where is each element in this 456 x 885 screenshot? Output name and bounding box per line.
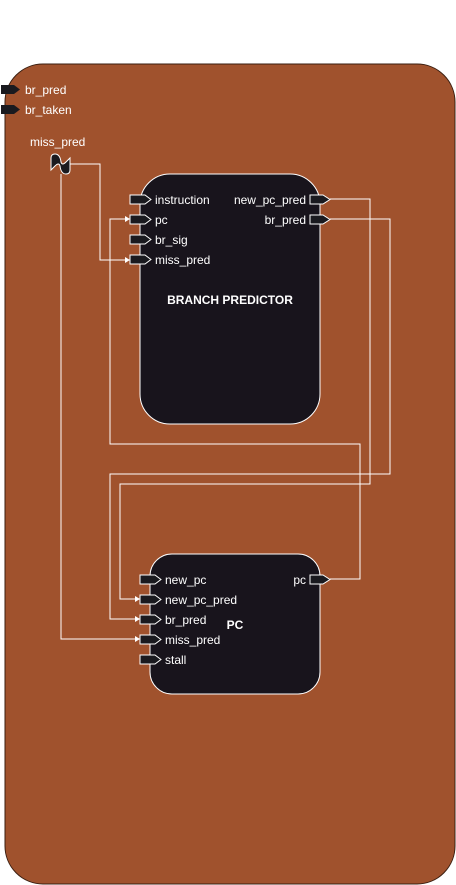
pc-port-miss-pred[interactable] (139, 634, 162, 645)
pc-port-pc-out[interactable] (309, 574, 331, 585)
bp-port-miss-pred-label: miss_pred (155, 253, 210, 267)
bp-port-br-sig[interactable] (129, 234, 152, 245)
bp-port-pc-label: pc (155, 213, 168, 227)
wire-miss-pred-to-bp (70, 163, 130, 261)
outer-port-br-taken-label: br_taken (25, 103, 72, 117)
outer-port-miss-pred[interactable] (50, 153, 71, 175)
arrow-bp-miss-pred (125, 257, 130, 263)
arrow-bp-pc (125, 216, 130, 222)
outer-port-miss-pred-label: miss_pred (30, 135, 85, 149)
bp-port-br-sig-label: br_sig (155, 233, 188, 247)
wire-bp-br-pred-to-pc (109, 218, 391, 620)
bp-port-instruction-label: instruction (155, 193, 210, 207)
wire-pc-out-to-bp-pc (109, 218, 361, 580)
pc-port-miss-pred-label: miss_pred (165, 633, 220, 647)
branch-predictor-title: BRANCH PREDICTOR (167, 293, 293, 307)
bp-port-instruction[interactable] (129, 194, 152, 205)
bp-port-miss-pred[interactable] (129, 254, 152, 265)
bp-port-new-pc-pred[interactable] (309, 194, 331, 205)
outer-port-br-pred-label: br_pred (25, 83, 66, 97)
pc-block-title: PC (227, 618, 244, 632)
pc-port-new-pc-pred-label: new_pc_pred (165, 593, 237, 607)
pc-port-new-pc[interactable] (139, 574, 162, 585)
pc-port-new-pc-label: new_pc (165, 573, 206, 587)
wire-miss-pred-to-pc (60, 174, 140, 640)
pc-port-br-pred[interactable] (139, 614, 162, 625)
bp-port-new-pc-pred-label: new_pc_pred (234, 193, 306, 207)
pc-port-br-pred-label: br_pred (165, 613, 206, 627)
outer-port-br-pred[interactable] (1, 85, 20, 94)
pc-port-pc-out-label: pc (293, 573, 306, 587)
branch-predictor-block (139, 173, 321, 425)
wire-bp-new-pc-pred-to-pc (119, 198, 371, 600)
arrow-pc-br-pred (135, 616, 140, 622)
pc-port-new-pc-pred[interactable] (139, 594, 162, 605)
outer-port-br-taken[interactable] (1, 105, 20, 114)
bp-port-pc[interactable] (129, 214, 152, 225)
bp-port-br-pred-label: br_pred (265, 213, 306, 227)
bp-port-br-pred[interactable] (309, 214, 331, 225)
arrow-pc-miss-pred (135, 636, 140, 642)
pc-port-stall-label: stall (165, 653, 186, 667)
pc-port-stall[interactable] (139, 654, 162, 665)
arrow-pc-new-pc-pred (135, 596, 140, 602)
